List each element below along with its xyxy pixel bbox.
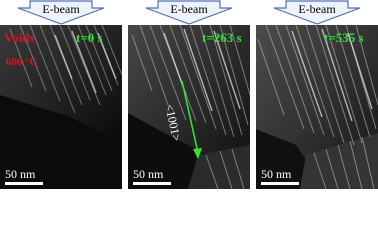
scale-bar: 50 nm [261, 168, 303, 185]
tem-image-sequence: E-beam E-beam E-beam [0, 0, 378, 189]
down-arrow-icon [145, 0, 233, 25]
scale-bar-label: 50 nm [133, 167, 164, 181]
down-arrow-icon [273, 0, 361, 25]
e-beam-arrow-1: E-beam [0, 0, 122, 25]
tem-micrograph [0, 25, 122, 189]
time-label: t=535 s [324, 30, 364, 45]
scale-bar-line [5, 182, 43, 185]
time-label: t=263 s [202, 30, 242, 45]
tem-micrograph [256, 25, 378, 189]
scale-bar-label: 50 nm [5, 167, 36, 181]
e-beam-label: E-beam [298, 2, 336, 16]
scale-bar: 50 nm [133, 168, 175, 185]
voids-label: Voids [4, 30, 35, 45]
direction-arrow-icon [181, 80, 202, 159]
e-beam-label: E-beam [42, 2, 80, 16]
down-arrow-icon [17, 0, 105, 25]
direction-label: <1001> [162, 102, 184, 143]
scale-bar-line [261, 182, 299, 185]
tem-micrograph [128, 25, 250, 189]
scale-bar-label: 50 nm [261, 167, 292, 181]
scale-bar-line [133, 182, 171, 185]
tem-panel-2: <1001> t=263 s 50 nm [128, 25, 250, 189]
e-beam-label: E-beam [170, 2, 208, 16]
tem-panel-1: Voids 600 °C t=0 s 50 nm [0, 25, 122, 189]
scale-bar: 50 nm [5, 168, 47, 185]
tem-panel-3: t=535 s 50 nm [256, 25, 378, 189]
direction-label-wrap: <1001> [128, 25, 250, 189]
time-label: t=0 s [76, 30, 103, 45]
temperature-label: 600 °C [6, 56, 38, 68]
e-beam-arrow-2: E-beam [128, 0, 250, 25]
e-beam-arrow-3: E-beam [256, 0, 378, 25]
